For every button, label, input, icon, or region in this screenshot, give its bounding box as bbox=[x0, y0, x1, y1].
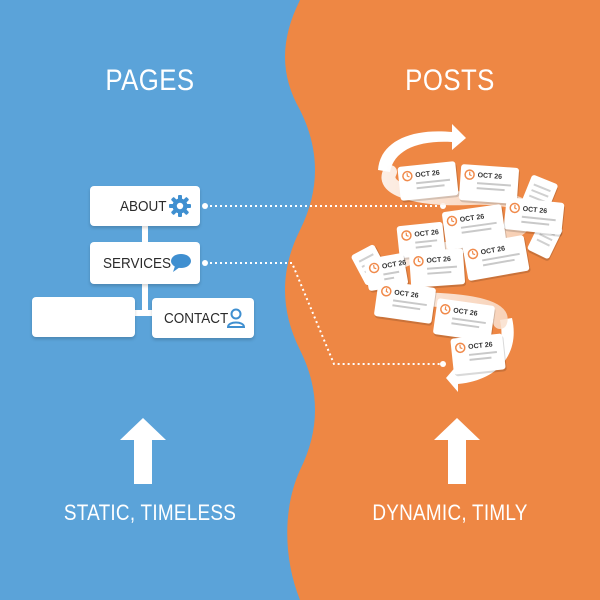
connector-services-end-dot bbox=[440, 361, 446, 367]
post-card: OCT 26 bbox=[397, 161, 460, 203]
clock-icon bbox=[467, 248, 479, 260]
posts-title: POSTS bbox=[405, 64, 495, 97]
tree-connector-horizontal bbox=[134, 310, 154, 316]
post-card-date: OCT 26 bbox=[381, 259, 406, 270]
clock-icon bbox=[455, 342, 466, 354]
post-card: OCT 26 bbox=[433, 298, 496, 344]
post-card-date: OCT 26 bbox=[459, 214, 484, 224]
connector-services-dotted bbox=[210, 262, 440, 365]
post-card-date: OCT 26 bbox=[477, 172, 502, 181]
page-node-services-label: SERVICES bbox=[103, 254, 172, 272]
clock-icon bbox=[368, 262, 380, 274]
post-card-date: OCT 26 bbox=[468, 341, 493, 351]
page-node-contact-label: CONTACT bbox=[164, 309, 229, 327]
spiral-top-arrow bbox=[378, 124, 466, 172]
pages-caption: STATIC, TIMELESS bbox=[63, 500, 237, 525]
post-card-date: OCT 26 bbox=[394, 289, 419, 299]
post-card-date: OCT 26 bbox=[414, 229, 439, 239]
pages-title: PAGES bbox=[105, 64, 195, 97]
post-card: OCT 26 bbox=[503, 197, 566, 237]
up-arrow-icon bbox=[434, 418, 480, 484]
up-arrow-icon bbox=[120, 418, 166, 484]
clock-icon bbox=[402, 170, 413, 182]
clock-icon bbox=[440, 304, 451, 315]
post-card: OCT 26 bbox=[442, 204, 508, 252]
post-card-date: OCT 26 bbox=[426, 256, 451, 265]
clock-icon bbox=[401, 230, 412, 241]
page-node-contact: CONTACT bbox=[152, 298, 254, 338]
clock-icon bbox=[381, 286, 392, 297]
post-card: OCT 26 bbox=[450, 333, 507, 377]
post-card-date: OCT 26 bbox=[480, 245, 505, 256]
post-card: OCT 26 bbox=[409, 248, 467, 290]
post-card: OCT 26 bbox=[459, 164, 520, 206]
clock-icon bbox=[413, 256, 424, 267]
posts-caption: DYNAMIC, TIMLY bbox=[372, 500, 528, 525]
connector-services-start-dot bbox=[202, 260, 208, 266]
chat-bubble-icon bbox=[170, 242, 192, 284]
gear-icon bbox=[168, 186, 192, 226]
clock-icon bbox=[464, 169, 475, 180]
clock-icon bbox=[446, 215, 458, 227]
page-node-about: ABOUT bbox=[90, 186, 200, 226]
page-node-services: SERVICES bbox=[90, 242, 200, 284]
page-node-blank bbox=[32, 297, 135, 337]
post-card-date: OCT 26 bbox=[415, 170, 440, 180]
post-card: OCT 26 bbox=[374, 280, 437, 326]
post-card: OCT 26 bbox=[462, 235, 531, 283]
connector-about-start-dot bbox=[202, 203, 208, 209]
clock-icon bbox=[509, 202, 520, 214]
page-node-about-label: ABOUT bbox=[120, 197, 167, 215]
post-card-date: OCT 26 bbox=[453, 307, 478, 317]
user-icon bbox=[226, 298, 246, 338]
post-card-date: OCT 26 bbox=[522, 206, 547, 216]
